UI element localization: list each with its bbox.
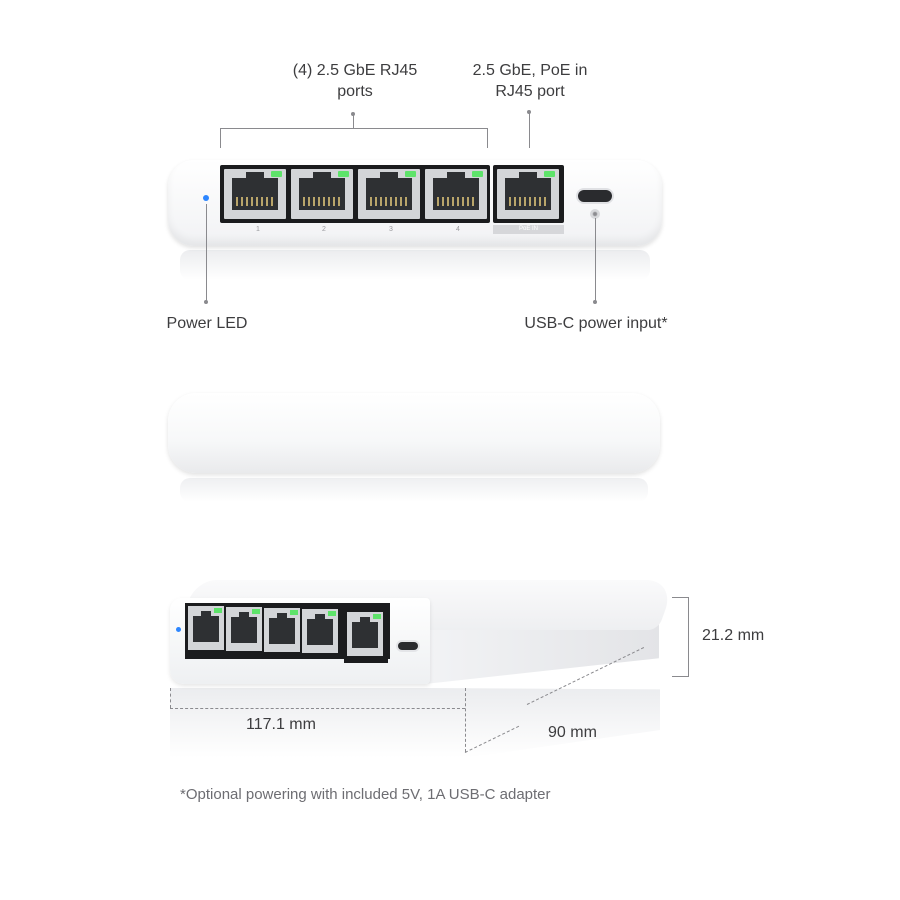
- ports-bracket-stem: [353, 114, 354, 128]
- link-led: [544, 171, 555, 177]
- ports-callout: (4) 2.5 GbE RJ45 ports: [292, 62, 418, 100]
- link-led: [405, 171, 416, 177]
- iso-rj45-port-4: [302, 609, 338, 653]
- rj45-port-2: [291, 169, 353, 219]
- port-number-3: 3: [389, 226, 393, 233]
- usbc-leader-dot: [593, 300, 597, 304]
- depth-dimension-tick-left: [465, 688, 466, 752]
- poe-leader-dot: [527, 110, 531, 114]
- iso-view-reflection: [170, 688, 660, 758]
- poe-leader: [529, 112, 530, 148]
- rj45-poe-port: [497, 169, 559, 219]
- iso-rj45-port-3: [264, 608, 300, 652]
- poe-port-callout: 2.5 GbE, PoE in RJ45 port: [472, 62, 588, 100]
- ports-bracket-left: [220, 128, 221, 148]
- link-led: [472, 171, 483, 177]
- port-number-1: 1: [256, 226, 260, 233]
- iso-rj45-port-2: [226, 607, 262, 651]
- usb-c-status-led: [590, 209, 600, 219]
- width-dimension-label: 117.1 mm: [246, 716, 316, 733]
- power-led-leader-dot: [204, 300, 208, 304]
- usb-c-port: [578, 190, 612, 202]
- iso-usb-c-port: [398, 642, 418, 650]
- height-dimension-label: 21.2 mm: [702, 627, 765, 644]
- height-dimension-line: [688, 597, 689, 677]
- ports-bracket-dot: [351, 112, 355, 116]
- footnote: *Optional powering with included 5V, 1A …: [180, 786, 551, 803]
- width-dimension-tick-left: [170, 688, 171, 708]
- iso-power-led: [176, 627, 181, 632]
- ports-bracket: [220, 128, 488, 129]
- rj45-port-3: [358, 169, 420, 219]
- usbc-callout: USB-C power input*: [524, 315, 668, 332]
- depth-dimension-label: 90 mm: [548, 724, 597, 741]
- ports-bracket-right: [487, 128, 488, 148]
- port-number-2: 2: [322, 226, 326, 233]
- power-led-indicator: [203, 195, 209, 201]
- iso-rj45-poe-port: [347, 612, 383, 656]
- rj45-port-4: [425, 169, 487, 219]
- power-led-leader: [206, 204, 207, 302]
- height-dimension-tick-bottom: [672, 676, 689, 677]
- poe-in-tag: PoE IN: [493, 225, 564, 234]
- usbc-leader: [595, 218, 596, 302]
- rj45-port-1: [224, 169, 286, 219]
- port-number-4: 4: [456, 226, 460, 233]
- top-view-reflection: [180, 478, 648, 502]
- power-led-callout: Power LED: [166, 315, 248, 332]
- height-dimension-tick-top: [672, 597, 689, 598]
- width-dimension-line: [170, 708, 465, 709]
- link-led: [271, 171, 282, 177]
- link-led: [338, 171, 349, 177]
- iso-rj45-port-1: [188, 606, 224, 650]
- front-view-reflection: [180, 250, 650, 280]
- top-view-device: [168, 393, 660, 473]
